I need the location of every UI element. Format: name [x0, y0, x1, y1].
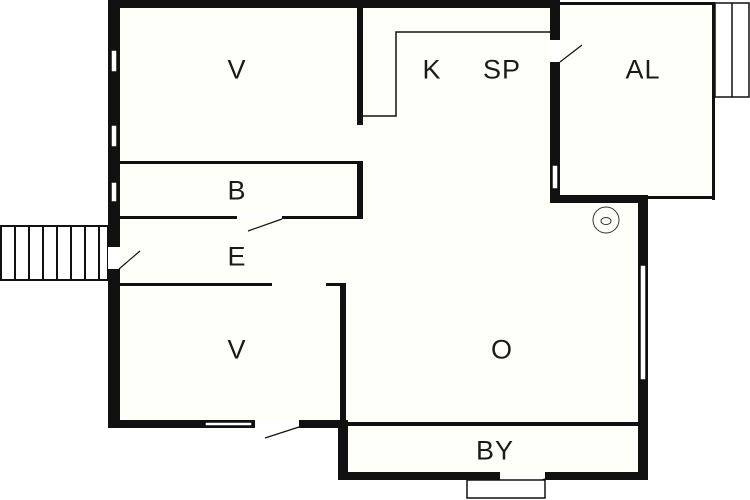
room-label-living-upper: V — [227, 54, 247, 85]
stairs-left — [0, 225, 109, 281]
room-label-dining: SP — [482, 54, 522, 85]
room-label-outbuilding: BY — [475, 435, 515, 466]
room-label-entrance: E — [227, 241, 247, 272]
kitchen-counter — [363, 31, 550, 117]
room-label-open-room: O — [490, 334, 514, 365]
room-label-living-lower: V — [227, 334, 247, 365]
floor-areas — [115, 5, 715, 477]
doors — [108, 40, 583, 499]
windows — [110, 49, 647, 427]
room-label-bathroom: B — [227, 175, 247, 206]
boiler-icon — [592, 206, 620, 234]
room-label-alcove: AL — [625, 54, 661, 85]
stairs-right — [714, 2, 750, 98]
room-label-kitchen: K — [422, 54, 442, 85]
step — [466, 479, 546, 499]
